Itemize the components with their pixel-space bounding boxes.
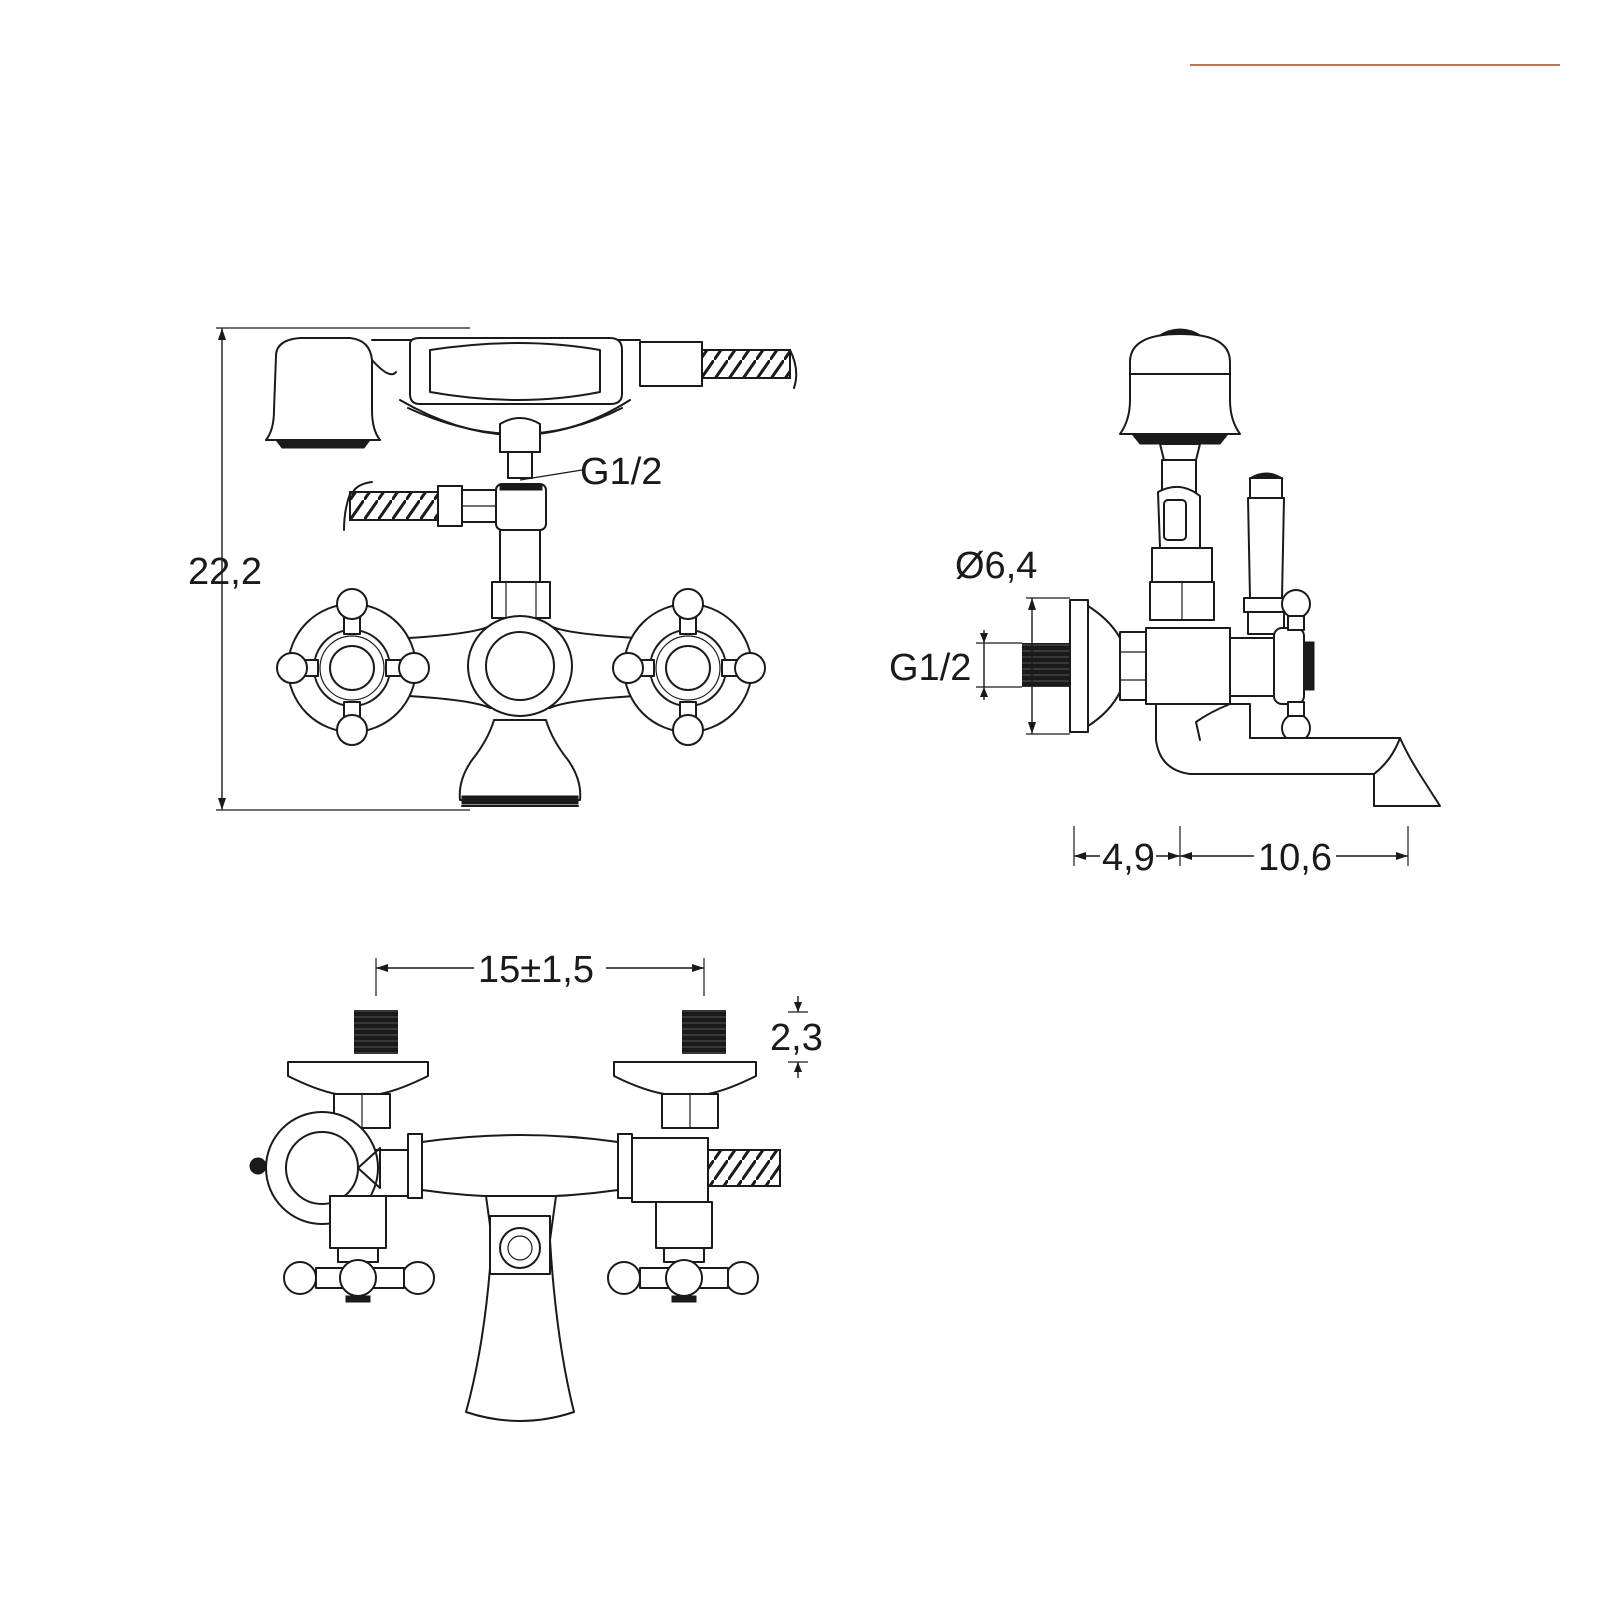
inlet-threads — [354, 1010, 726, 1054]
side-view: Ø6,4 G1/2 4,9 10,6 — [889, 328, 1441, 879]
shower-cradle — [371, 337, 798, 479]
side-spout — [1155, 703, 1441, 807]
top-view: 15±1,5 2,3 — [249, 949, 823, 1422]
wall-offset-label: 4,9 — [1102, 837, 1155, 879]
side-diameter-label: Ø6,4 — [955, 545, 1037, 587]
front-view: 22,2 G1/2 — [188, 327, 798, 811]
height-label: 22,2 — [188, 551, 262, 593]
front-spout — [458, 719, 582, 807]
top-body — [329, 1133, 781, 1203]
side-porcelain-lever — [1243, 472, 1289, 635]
spout-reach-label: 10,6 — [1258, 837, 1332, 879]
top-left-valve — [283, 1195, 435, 1303]
thread-length-dimension — [788, 996, 808, 1078]
front-thread-label: G1/2 — [580, 451, 662, 493]
right-cross-handle — [612, 588, 766, 746]
top-spout — [465, 1195, 575, 1422]
hose-connection — [343, 481, 547, 531]
diverter-stem — [491, 529, 551, 625]
top-right-valve — [607, 1201, 759, 1303]
side-wall-connection — [1022, 599, 1315, 733]
side-shower-head — [1119, 328, 1241, 461]
hand-shower-head — [265, 337, 397, 449]
height-dimension — [216, 327, 470, 811]
side-thread-label: G1/2 — [889, 647, 971, 689]
side-dimensions — [976, 597, 1409, 866]
centers-dimension — [375, 958, 705, 996]
wall-flanges — [287, 1061, 757, 1129]
side-cradle — [1149, 459, 1215, 621]
centers-label: 15±1,5 — [478, 949, 594, 991]
side-cross-handle — [1281, 589, 1311, 743]
thread-length-label: 2,3 — [770, 1017, 823, 1059]
left-cross-handle — [276, 588, 430, 746]
accent-rule — [1190, 64, 1560, 66]
mixer-body — [369, 615, 681, 717]
